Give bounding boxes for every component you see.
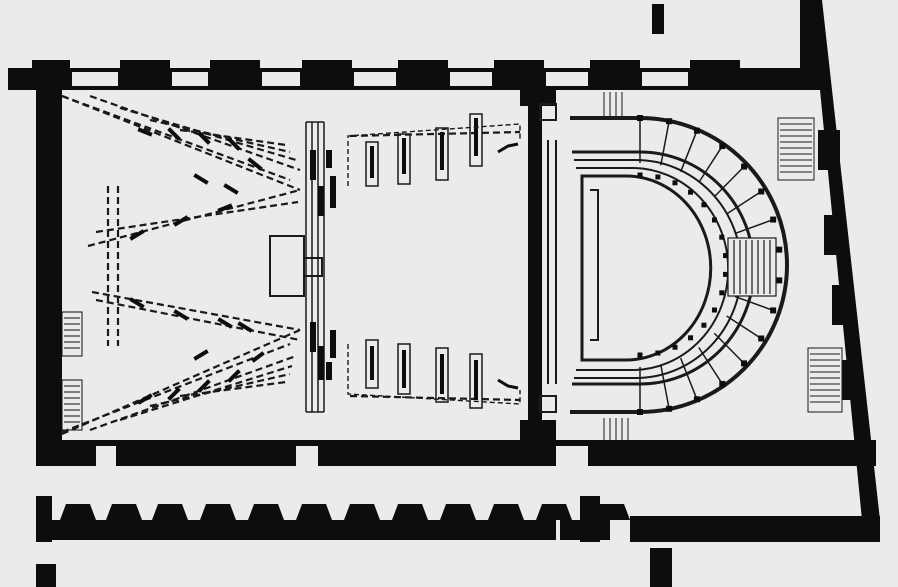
box-partition xyxy=(713,332,745,364)
box-columns xyxy=(637,115,783,415)
ring-column xyxy=(723,271,729,277)
box-partition xyxy=(698,347,723,385)
ring-column xyxy=(701,322,707,328)
box-partition xyxy=(679,130,698,173)
corridor-buttress xyxy=(488,504,524,520)
ring-column xyxy=(711,307,717,313)
corridor-buttress xyxy=(536,504,572,520)
corridor-buttress xyxy=(200,504,236,520)
proscenium-wall xyxy=(520,90,556,440)
ring-column xyxy=(637,352,643,358)
box-partition xyxy=(660,121,670,166)
west-wall xyxy=(36,68,62,466)
corner-fragment xyxy=(652,4,664,34)
lower-corridor xyxy=(36,496,880,587)
corridor-buttress xyxy=(248,504,284,520)
perspective-scenery xyxy=(61,94,521,436)
box-column xyxy=(693,396,700,403)
ring-column xyxy=(719,290,725,296)
east-wall-niches xyxy=(818,130,860,400)
north-wall xyxy=(8,68,820,90)
box-column xyxy=(719,380,726,387)
ring-column xyxy=(655,174,661,180)
corridor-buttress xyxy=(106,504,142,520)
corridor-buttress xyxy=(60,504,96,520)
upper-wing-slots xyxy=(365,113,483,187)
corridor-buttress xyxy=(152,504,188,520)
north-wall-openings xyxy=(72,72,688,86)
box-column xyxy=(758,335,765,342)
south-wall-openings xyxy=(96,446,588,466)
ring-column xyxy=(723,253,729,259)
east-stairs xyxy=(777,117,843,413)
box-column xyxy=(637,409,643,415)
box-ring-outer xyxy=(570,116,789,414)
box-partition xyxy=(734,295,774,312)
corridor-buttress xyxy=(296,504,332,520)
box-column xyxy=(637,115,643,121)
box-partition xyxy=(734,218,774,235)
south-wall xyxy=(36,440,876,466)
north-wall-pilasters xyxy=(32,60,740,70)
wing-marks xyxy=(129,127,265,405)
wing-track-blocks xyxy=(310,150,336,380)
lower-wing-slots xyxy=(365,339,483,409)
ring-column xyxy=(672,180,678,186)
ring-column xyxy=(637,172,643,178)
box-column xyxy=(741,163,748,170)
orchestra-pit xyxy=(580,174,713,362)
corridor-buttress xyxy=(594,504,630,520)
ring-column xyxy=(701,202,707,208)
ring-column xyxy=(719,234,725,240)
box-partition xyxy=(698,145,723,183)
box-partition xyxy=(726,190,762,215)
box-column xyxy=(770,307,777,314)
box-partition xyxy=(713,166,745,198)
box-column xyxy=(666,118,673,125)
stage-platform xyxy=(269,235,323,297)
proscenium-details xyxy=(497,142,519,390)
slot-enclosures xyxy=(347,123,521,405)
corridor-buttress xyxy=(344,504,380,520)
outer-walls xyxy=(8,0,880,520)
corridor-steps xyxy=(603,92,629,440)
ring-column xyxy=(672,344,678,350)
box-partition xyxy=(726,315,762,340)
box-partitions xyxy=(639,118,780,412)
box-column xyxy=(776,246,783,253)
box-column xyxy=(666,405,673,412)
box-column xyxy=(758,188,765,195)
box-column xyxy=(719,143,726,150)
corridor-buttress xyxy=(392,504,428,520)
box-partition xyxy=(660,364,670,409)
box-partition xyxy=(679,357,698,400)
ring-column xyxy=(688,189,694,195)
ring-column xyxy=(655,350,661,356)
box-column xyxy=(741,360,748,367)
proscenium-frame xyxy=(539,103,557,413)
box-column xyxy=(776,277,783,284)
box-column xyxy=(770,216,777,223)
corridor-buttress xyxy=(440,504,476,520)
box-column xyxy=(693,127,700,134)
lower-corridor-buttresses xyxy=(60,504,630,520)
auditorium-stair xyxy=(727,237,777,297)
ring-column xyxy=(711,217,717,223)
ring-column xyxy=(688,335,694,341)
